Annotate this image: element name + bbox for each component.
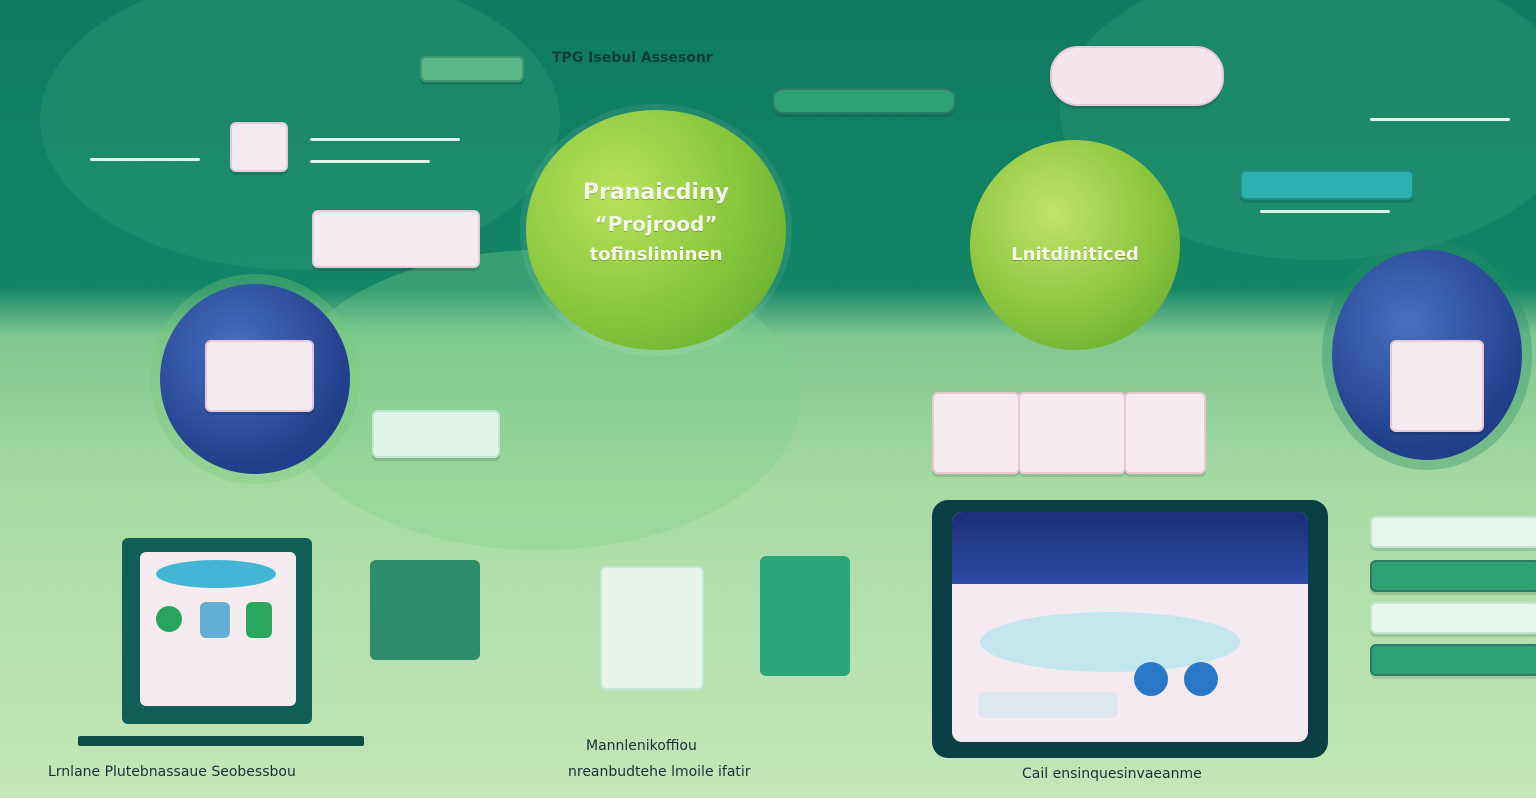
mid-note-c[interactable] [1124,392,1206,474]
line-4 [1370,118,1510,121]
laptop-icon-3 [246,602,272,638]
line-5 [1260,210,1390,213]
stack-card[interactable] [230,122,288,172]
line-1 [90,158,200,161]
center-box-3[interactable] [760,556,850,676]
line-3 [310,160,430,163]
hero-right-line1: Lnitdiniticed [1011,244,1139,265]
right-list-item-3[interactable] [1370,602,1536,634]
top-pill-center[interactable] [772,88,956,114]
mid-note-b[interactable] [1018,392,1126,474]
laptop-icon-1 [156,606,182,632]
tablet-topbar [952,512,1308,584]
hero-circle-right[interactable] [970,140,1180,350]
tablet-icon-1 [1134,662,1168,696]
mid-left-note[interactable] [372,410,500,458]
right-caption: Cail ensinquesinvaeanme [1022,766,1202,782]
hero-circle-left[interactable] [526,110,786,350]
hero-left-line3: tofinsliminen [589,244,723,265]
laptop-icon-2 [200,602,230,638]
tablet-icon-2 [1184,662,1218,696]
top-pill-left[interactable] [420,56,524,82]
right-list-item-4[interactable] [1370,644,1536,676]
line-2 [310,138,460,141]
laptop-cloud [156,560,276,588]
bg-blob-top-left [40,0,560,270]
right-list-item-1[interactable] [1370,516,1536,548]
center-caption-1: Mannlenikoffiou [586,738,697,754]
center-caption-2: nreanbudtehe lmoile ifatir [568,764,751,780]
center-box-1[interactable] [370,560,480,660]
hero-left-line1: Pranaicdiny [582,180,730,205]
cloud-card[interactable] [1050,46,1224,106]
tablet-button[interactable] [978,692,1118,718]
center-box-2[interactable] [600,566,704,690]
top-left-note[interactable] [312,210,480,268]
laptop-base [78,736,364,746]
hero-left-line2: “Projrood” [594,212,718,236]
mid-note-a[interactable] [932,392,1020,474]
left-caption: Lrnlane Plutebnassaue Seobessbou [48,764,296,780]
right-navy-card[interactable] [1390,340,1484,432]
top-title: TPG Isebul Assesonr [552,50,713,66]
top-right-tab[interactable] [1240,170,1414,200]
right-list-item-2[interactable] [1370,560,1536,592]
left-navy-card[interactable] [205,340,314,412]
